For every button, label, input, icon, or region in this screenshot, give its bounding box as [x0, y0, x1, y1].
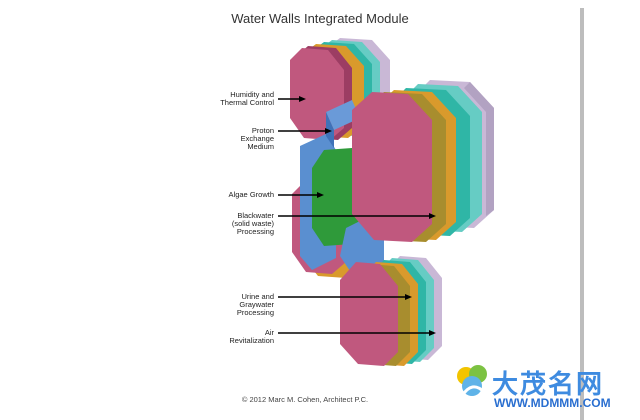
bottom-pink-face — [340, 262, 398, 366]
label-algae: Algae Growth — [228, 190, 274, 199]
arrow-algae-head — [317, 192, 324, 198]
blue-frame-top — [326, 100, 360, 130]
arrows — [278, 96, 436, 336]
label-urine: Urine and Graywater Processing — [236, 292, 274, 317]
right-lilac-shade — [464, 82, 494, 216]
label-blackwater: Blackwater (solid waste) Processing — [231, 211, 274, 236]
right-stack — [352, 80, 494, 242]
arrow-blackwater-head — [429, 213, 436, 219]
label-proton: Proton Exchange Medium — [240, 126, 274, 151]
blue-frame-top-side — [326, 112, 334, 148]
watermark-site-name: 大茂名网 — [492, 370, 605, 400]
arrow-proton-head — [325, 128, 332, 134]
right-border-bar — [580, 8, 584, 420]
right-pink-face — [352, 92, 432, 242]
copyright-text: © 2012 Marc M. Cohen, Architect P.C. — [241, 395, 369, 404]
watermark-logo-icon — [457, 365, 487, 397]
arrow-humidity-head — [299, 96, 306, 102]
arrow-air-head — [429, 330, 436, 336]
label-humidity: Humidity and Thermal Control — [220, 90, 274, 107]
watermark-url: WWW.MDMMM.COM — [494, 396, 611, 410]
bottom-stack — [340, 256, 442, 366]
diagram-title: Water Walls Integrated Module — [231, 11, 409, 26]
arrow-urine-head — [405, 294, 412, 300]
label-air: Air Revitalization — [229, 328, 274, 345]
